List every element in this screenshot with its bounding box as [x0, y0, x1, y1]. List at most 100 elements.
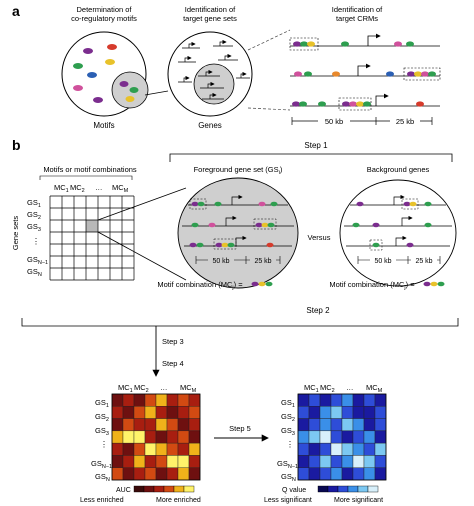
- heatmap-cell: [166, 455, 179, 468]
- motif-blob: [105, 59, 115, 65]
- heatmap-cell: [363, 406, 376, 419]
- versus-label: Versus: [308, 233, 331, 242]
- heading-motifs-1: Determination of: [76, 5, 132, 14]
- connector-line: [144, 90, 169, 96]
- heatmap-cell: [177, 418, 190, 432]
- heatmap-cell: [363, 442, 376, 456]
- heatmap-cell: [374, 430, 387, 444]
- scale-50kb-fg: 50 kb: [212, 258, 229, 265]
- svg-text:GSN−1: GSN−1: [91, 459, 112, 470]
- q-more-label: More significant: [334, 497, 383, 504]
- heatmap-cell: [319, 418, 332, 432]
- heatmap-cell: [177, 455, 190, 468]
- heatmap-cell: [330, 442, 343, 456]
- heatmap-cell: [352, 467, 365, 481]
- heatmap-cell: [297, 442, 310, 456]
- legend-swatch: [367, 485, 379, 493]
- legend-swatch: [133, 485, 145, 493]
- motif-blob: [93, 97, 103, 103]
- heatmap-cell: [122, 442, 135, 456]
- q-heatmap-col-labels: MC1 MC2 … MCM: [304, 383, 383, 394]
- motifs-circle: [61, 31, 149, 117]
- svg-text:GS1: GS1: [281, 398, 295, 409]
- motif-blob: [119, 81, 129, 87]
- heatmap-cell: [341, 418, 354, 432]
- auc-more-label: More enriched: [156, 497, 201, 504]
- svg-text:GS2: GS2: [95, 412, 109, 423]
- motif-blob: [83, 48, 93, 54]
- step1-label: Step 1: [304, 141, 328, 150]
- heatmap-cell: [308, 442, 321, 456]
- heading-crms-1: Identification of: [332, 5, 383, 14]
- heatmap-cell: [155, 442, 168, 456]
- row-label: GS: [27, 210, 38, 219]
- motif-blob: [129, 87, 139, 93]
- heatmap-cell: [341, 430, 354, 444]
- matrix-title: Motifs or motif combinations: [43, 165, 137, 174]
- foreground-gene-set: [177, 177, 299, 289]
- auc-heatmap-col-labels: MC1 MC2 … MCM: [118, 383, 197, 394]
- heatmap-cell: [297, 467, 310, 481]
- zoom-line: [97, 187, 187, 221]
- heatmap-cell: [177, 467, 190, 481]
- q-label: Q value: [282, 487, 306, 494]
- heatmap-cell: [133, 418, 146, 432]
- heatmap-cell: [144, 430, 157, 444]
- row-ellipsis: ⋮: [32, 237, 40, 246]
- row-axis-label: Gene sets: [11, 216, 20, 250]
- legend-swatch: [183, 485, 195, 493]
- heatmap-cell: [188, 442, 201, 456]
- heatmap-cell: [155, 455, 168, 468]
- col-sub: 2: [82, 188, 85, 194]
- heatmap-cell: [144, 455, 157, 468]
- heatmap-cell: [155, 430, 168, 444]
- legend-swatch: [337, 485, 349, 493]
- motif-blob: [73, 85, 83, 91]
- heatmap-cell: [308, 418, 321, 432]
- motif-matrix: [49, 195, 135, 281]
- scale-25kb-bg: 25 kb: [415, 258, 432, 265]
- auc-legend: [133, 485, 195, 493]
- heatmap-cell: [363, 418, 376, 432]
- heatmap-cell: [144, 467, 157, 481]
- heatmap-cell: [122, 406, 135, 419]
- heatmap-cell: [166, 467, 179, 481]
- auc-label: AUC: [116, 487, 131, 494]
- svg-text:⋮: ⋮: [286, 440, 294, 449]
- svg-text:⋮: ⋮: [100, 440, 108, 449]
- heading-crms-2: target CRMs: [336, 14, 378, 23]
- zoom-line: [97, 231, 187, 281]
- row-label: GS: [27, 198, 38, 207]
- row-sub: N: [38, 272, 42, 278]
- heatmap-cell: [122, 430, 135, 444]
- q-value-heatmap: [297, 393, 387, 481]
- heatmap-cell: [297, 406, 310, 419]
- heatmap-cell: [111, 467, 124, 481]
- heatmap-cell: [177, 406, 190, 419]
- heatmap-cell: [133, 442, 146, 456]
- heatmap-cell: [308, 467, 321, 481]
- row-label: GS: [27, 222, 38, 231]
- step2-label: Step 2: [306, 306, 330, 315]
- matrix-title-bracket: [39, 175, 133, 180]
- svg-text:GSN: GSN: [95, 472, 110, 483]
- heatmap-cell: [319, 393, 332, 407]
- heatmap-cell: [319, 455, 332, 468]
- motifs-circle-label: Motifs: [93, 121, 114, 130]
- heatmap-cell: [166, 442, 179, 456]
- heatmap-cell: [308, 430, 321, 444]
- col-label: MC: [54, 183, 66, 192]
- row-label: GS: [27, 255, 38, 264]
- genes-circle: [167, 31, 253, 117]
- heading-genesets-1: Identification of: [185, 5, 236, 14]
- heatmap-cell: [133, 393, 146, 407]
- heatmap-cell: [319, 467, 332, 481]
- heatmap-cell: [352, 455, 365, 468]
- heatmap-cell: [133, 455, 146, 468]
- heatmap-cell: [144, 442, 157, 456]
- row-sub: 3: [38, 227, 41, 233]
- svg-text:GS3: GS3: [95, 426, 109, 437]
- step3-label: Step 3: [162, 337, 184, 346]
- svg-text:MC1: MC1: [118, 383, 133, 394]
- scale-50kb-a: 50 kb: [325, 117, 343, 126]
